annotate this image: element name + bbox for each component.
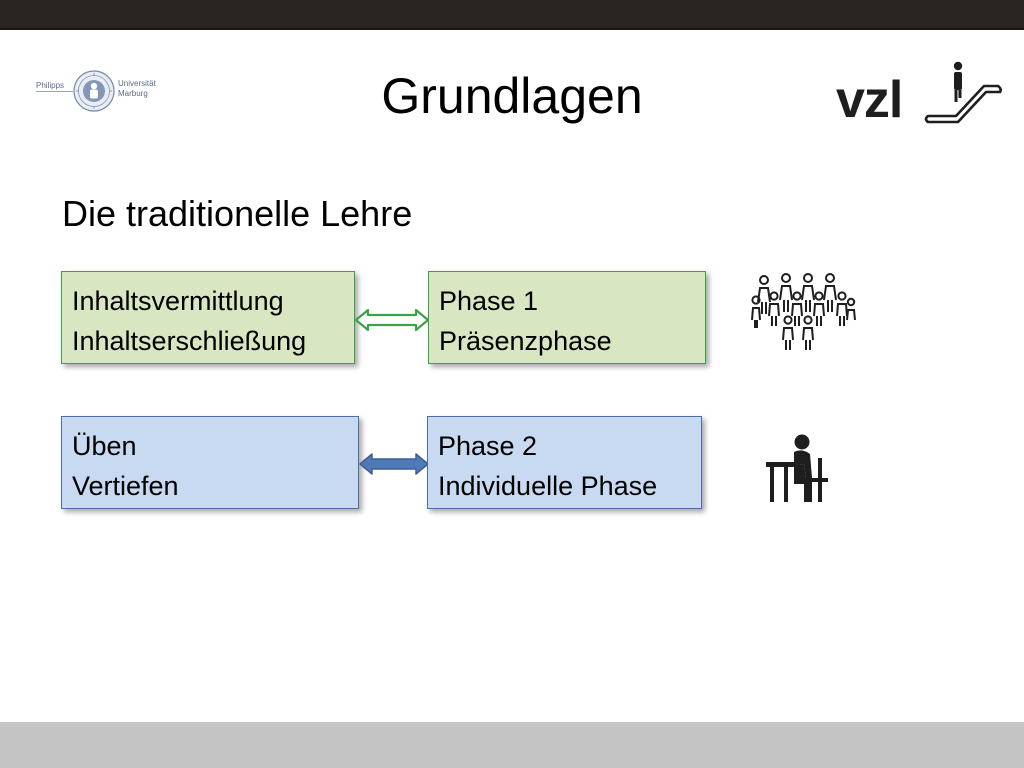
box-line-2: Präsenzphase [439, 326, 612, 356]
logo-divider [36, 91, 73, 92]
group-of-people-icon [751, 273, 856, 350]
green-double-arrow-icon [354, 308, 430, 332]
section-heading: Die traditionelle Lehre [62, 193, 413, 234]
person-at-desk-icon [766, 434, 828, 502]
content-box-inhaltsvermittlung: Inhaltsvermittlung Inhaltserschließung [61, 271, 355, 364]
box-line-2: Vertiefen [72, 471, 179, 501]
logo-text-universitaet: Universität [118, 79, 156, 88]
vzl-logo: vzl [834, 58, 1004, 130]
box-line-2: Inhaltserschließung [72, 326, 307, 356]
content-box-phase-2: Phase 2 Individuelle Phase [427, 416, 702, 509]
page-title: Grundlagen [381, 68, 643, 124]
content-box-ueben: Üben Vertiefen [61, 416, 359, 509]
escalator-person-icon [924, 61, 1002, 124]
vzl-logo-text: vzl [836, 71, 903, 129]
box-line-1: Üben [72, 431, 137, 461]
box-line-2: Individuelle Phase [438, 471, 658, 501]
university-logo: Philipps Universität Marburg [36, 68, 166, 116]
box-line-1: Inhaltsvermittlung [72, 286, 284, 316]
university-seal-icon [73, 70, 115, 112]
logo-text-philipps: Philipps [36, 81, 65, 90]
blue-double-arrow-icon [359, 453, 429, 475]
box-line-1: Phase 2 [438, 431, 538, 461]
top-bar [0, 0, 1024, 30]
logo-text-marburg: Marburg [118, 89, 148, 98]
box-line-1: Phase 1 [439, 286, 539, 316]
bottom-bar [0, 722, 1024, 768]
content-box-phase-1: Phase 1 Präsenzphase [428, 271, 706, 364]
